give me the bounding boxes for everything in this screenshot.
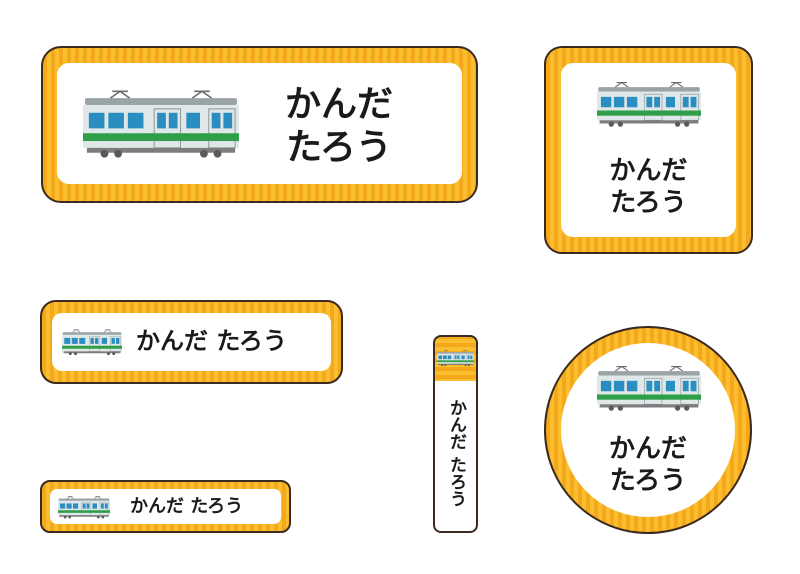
name-line1: かんだ: [608, 434, 687, 464]
train-icon: [62, 329, 122, 356]
vertical-inner: かんだ たろう: [435, 381, 476, 531]
train-icon: [597, 366, 701, 412]
square-inner: かんだ たろう: [561, 63, 736, 237]
train-icon: [597, 82, 701, 128]
vertical-label: かんだ たろう: [433, 335, 478, 533]
train-icon: [83, 90, 239, 159]
medium-strip-label: かんだ たろう: [40, 300, 343, 384]
name-line2: たろう: [610, 188, 687, 218]
square-label: かんだ たろう: [544, 46, 753, 254]
medium-strip-inner: かんだ たろう: [52, 313, 331, 371]
name-line1: かんだ: [285, 84, 394, 125]
name-line1: かんだ: [609, 156, 688, 186]
train-icon: [58, 496, 110, 519]
small-strip-label: かんだ たろう: [40, 480, 291, 533]
vertical-name: かんだ たろう: [446, 399, 466, 507]
square-name: かんだ たろう: [561, 155, 736, 219]
large-rect-label: かんだ たろう: [41, 46, 478, 203]
circle-name: かんだ たろう: [561, 433, 735, 497]
medium-strip-name: かんだ たろう: [136, 327, 287, 355]
name-line2: たろう: [609, 466, 687, 496]
large-rect-name: かんだ たろう: [285, 83, 393, 169]
train-icon: [437, 350, 474, 367]
name-line2: たろう: [286, 127, 392, 168]
small-strip-inner: かんだ たろう: [50, 489, 281, 524]
small-strip-name: かんだ たろう: [130, 496, 244, 517]
circle-label: かんだ たろう: [544, 326, 752, 534]
circle-inner: かんだ たろう: [561, 343, 735, 517]
large-rect-inner: かんだ たろう: [57, 63, 462, 184]
